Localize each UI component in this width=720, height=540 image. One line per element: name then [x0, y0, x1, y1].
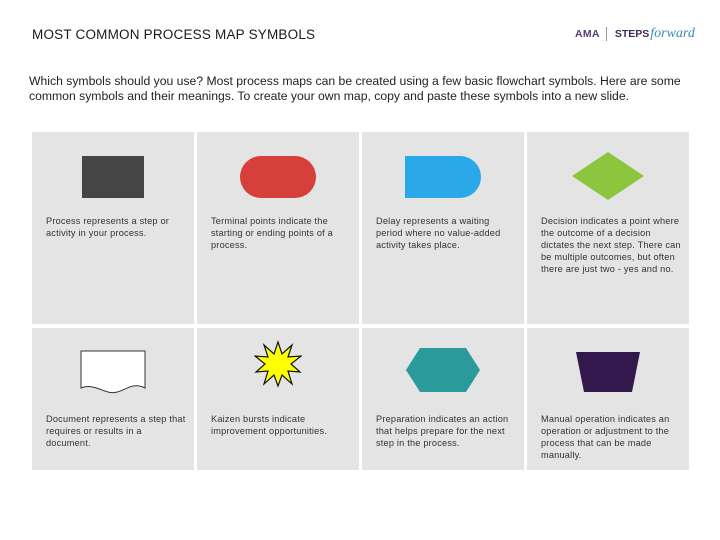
symbol-card-kaizen-burst: Kaizen bursts indicate improvement oppor… — [197, 328, 359, 470]
terminal-description: Terminal points indicate the starting or… — [211, 216, 333, 250]
symbol-card-manual-operation: Manual operation indicates an operation … — [527, 328, 689, 470]
logo-divider — [605, 27, 607, 41]
preparation-symbol[interactable] — [406, 348, 480, 392]
intro-text: Which symbols should you use? Most proce… — [29, 74, 681, 103]
symbol-card-decision: Decision indicates a point where the out… — [527, 132, 689, 324]
ama-stepsforward-logo: AMA STEPS forward — [575, 24, 705, 44]
decision-symbol[interactable] — [572, 152, 644, 200]
symbol-card-process: Process represents a step or activity in… — [32, 132, 194, 324]
process-description: Process represents a step or activity in… — [46, 216, 170, 238]
manual-operation-symbol[interactable] — [576, 352, 640, 392]
logo-forward: forward — [650, 26, 695, 41]
process-symbol[interactable] — [82, 156, 144, 198]
symbol-card-preparation: Preparation indicates an action that hel… — [362, 328, 524, 470]
logo-ama: AMA — [575, 28, 600, 40]
symbol-card-document: Document represents a step that requires… — [32, 328, 194, 470]
kaizen-burst-symbol[interactable] — [254, 340, 302, 388]
delay-symbol[interactable] — [405, 156, 481, 198]
document-description: Document represents a step that requires… — [46, 414, 186, 448]
delay-description: Delay represents a waiting period where … — [376, 216, 501, 250]
decision-description: Decision indicates a point where the out… — [541, 216, 681, 274]
logo-steps: STEPS — [614, 28, 650, 40]
terminal-symbol[interactable] — [240, 156, 316, 198]
document-symbol[interactable] — [80, 350, 146, 394]
preparation-description: Preparation indicates an action that hel… — [376, 414, 509, 448]
symbol-card-terminal: Terminal points indicate the starting or… — [197, 132, 359, 324]
page-title: MOST COMMON PROCESS MAP SYMBOLS — [32, 27, 316, 42]
kaizen-burst-description: Kaizen bursts indicate improvement oppor… — [211, 414, 328, 436]
symbol-card-delay: Delay represents a waiting period where … — [362, 132, 524, 324]
manual-operation-description: Manual operation indicates an operation … — [541, 414, 670, 460]
symbol-grid: Process represents a step or activity in… — [32, 132, 689, 470]
